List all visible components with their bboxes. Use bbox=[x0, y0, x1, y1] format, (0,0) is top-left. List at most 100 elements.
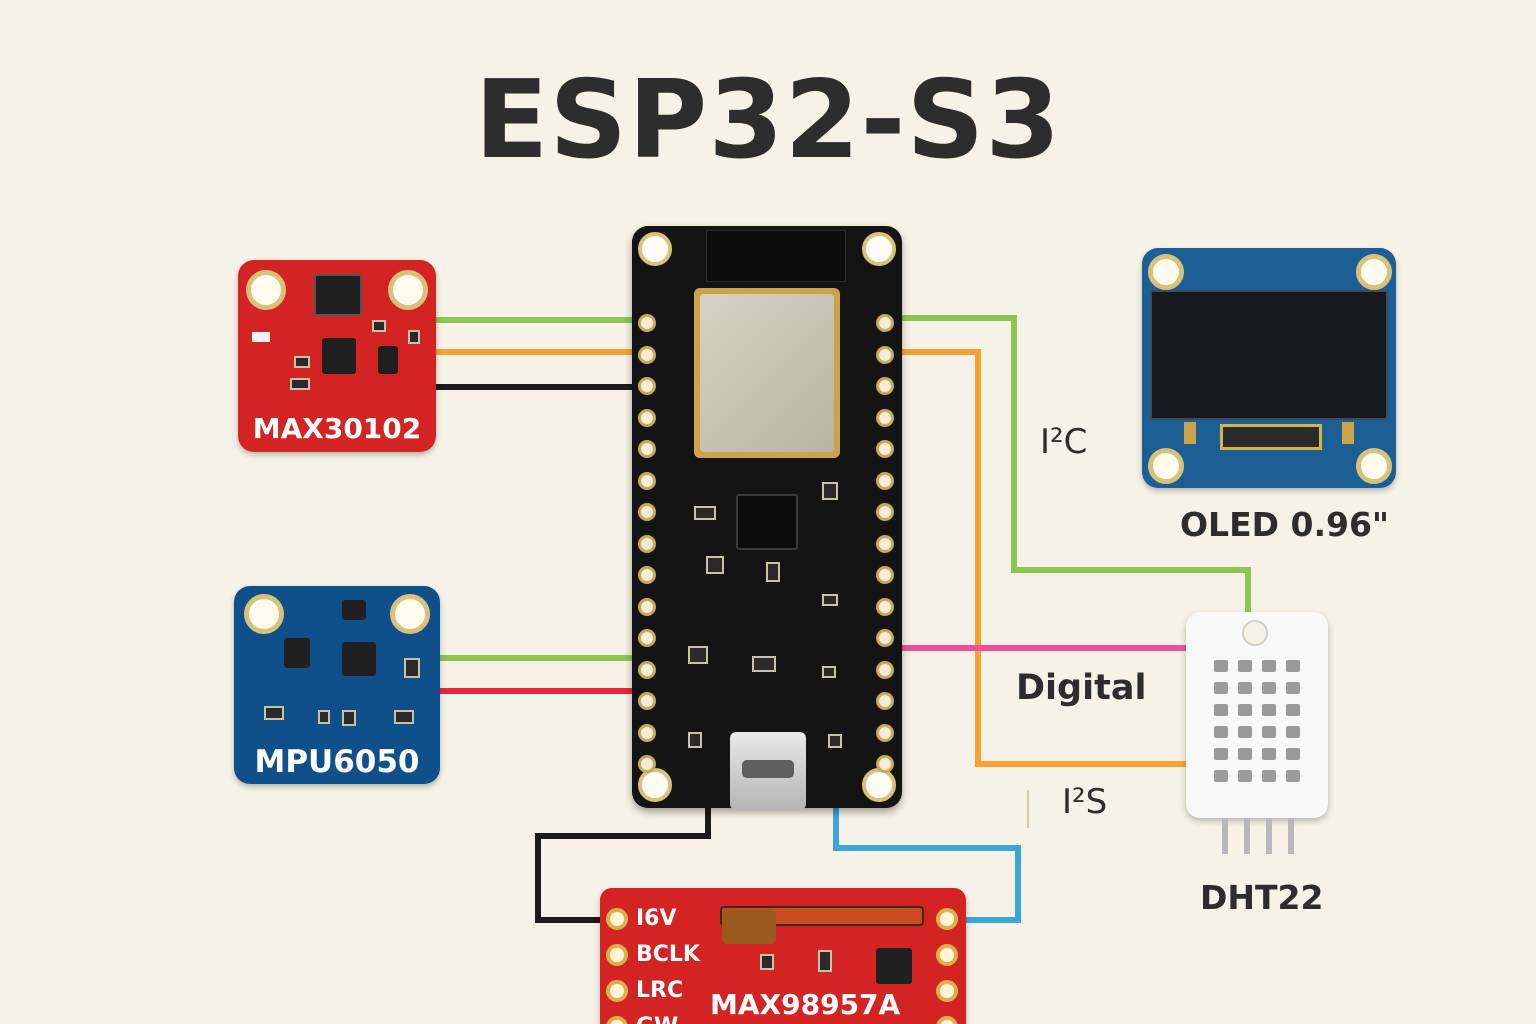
smd-component bbox=[822, 594, 838, 606]
vent-slot bbox=[1286, 748, 1300, 760]
vent-slot bbox=[1262, 770, 1276, 782]
vent-slot bbox=[1286, 770, 1300, 782]
header-pin bbox=[638, 566, 656, 584]
smd-component bbox=[290, 378, 310, 390]
smd-component bbox=[394, 710, 414, 724]
header-pin bbox=[638, 534, 656, 553]
mounting-hole bbox=[1148, 254, 1184, 290]
header-pin bbox=[876, 566, 894, 584]
header-pin bbox=[876, 440, 894, 458]
usb-bridge-chip bbox=[736, 494, 798, 550]
smd-component bbox=[688, 646, 708, 664]
mounting-hole bbox=[638, 768, 672, 802]
header-pin bbox=[638, 597, 656, 616]
digital-label: Digital bbox=[1016, 668, 1147, 708]
smd-component bbox=[408, 330, 420, 344]
amp-pin-label: GW bbox=[636, 1014, 678, 1024]
mpu-chip bbox=[284, 638, 310, 668]
header-pin bbox=[876, 692, 894, 710]
oled-module bbox=[1142, 248, 1396, 488]
wire-esp-amp-black bbox=[535, 800, 711, 923]
i2s-label: I²S bbox=[1062, 782, 1108, 822]
header-pin bbox=[638, 471, 656, 490]
amp-chip bbox=[876, 948, 912, 984]
vent-slot bbox=[1214, 748, 1228, 760]
smd-component bbox=[766, 562, 780, 582]
header-pin bbox=[638, 440, 656, 458]
header-pin bbox=[876, 660, 894, 679]
smd-component bbox=[818, 950, 832, 972]
sensor-chip bbox=[314, 274, 362, 316]
header-pin bbox=[638, 629, 656, 647]
mpu-chip bbox=[342, 600, 366, 620]
amp-pin-label: I6V bbox=[636, 906, 677, 931]
header-pin bbox=[876, 503, 894, 521]
vent-slot bbox=[1262, 660, 1276, 672]
vent-slot bbox=[1238, 748, 1252, 760]
header-pin bbox=[876, 534, 894, 553]
vent-slot bbox=[1262, 748, 1276, 760]
max98357a-label: MAX98957A bbox=[710, 988, 901, 1021]
smd-component bbox=[372, 320, 386, 332]
wifi-module-shield bbox=[694, 288, 840, 458]
smd-component bbox=[318, 710, 330, 724]
max30102-module: MAX30102 bbox=[238, 260, 436, 452]
mounting-hole bbox=[1356, 254, 1392, 290]
usb-port[interactable] bbox=[730, 732, 806, 810]
amp-pin bbox=[606, 1016, 628, 1024]
smd-component bbox=[694, 506, 716, 520]
header-pin bbox=[638, 503, 656, 521]
mounting-hole bbox=[1242, 620, 1268, 646]
vent-slot bbox=[1286, 726, 1300, 738]
mounting-hole bbox=[1148, 448, 1184, 484]
header-pin bbox=[876, 629, 894, 647]
oled-screen bbox=[1150, 290, 1388, 420]
amp-pin bbox=[936, 944, 958, 966]
smd-component bbox=[294, 356, 310, 368]
mounting-hole bbox=[246, 270, 286, 310]
amp-pin bbox=[606, 944, 628, 966]
header-pin bbox=[638, 660, 656, 679]
vent-slot bbox=[1238, 682, 1252, 694]
smd-component bbox=[404, 658, 420, 678]
page-title: ESP32-S3 bbox=[474, 58, 1062, 183]
mounting-hole bbox=[862, 768, 896, 802]
header-pin bbox=[876, 345, 894, 364]
header-pin bbox=[638, 345, 656, 364]
smd-component bbox=[828, 734, 842, 748]
max30102-label: MAX30102 bbox=[252, 412, 422, 445]
vent-slot bbox=[1238, 770, 1252, 782]
amp-pin bbox=[606, 980, 628, 1002]
sensor-chip bbox=[322, 338, 356, 374]
mounting-hole bbox=[244, 594, 284, 634]
vent-slot bbox=[1286, 704, 1300, 716]
header-pin bbox=[638, 723, 656, 742]
mpu6050-label: MPU6050 bbox=[254, 744, 420, 780]
header-pin bbox=[876, 471, 894, 490]
antenna-area bbox=[706, 230, 846, 282]
vent-slot bbox=[1262, 704, 1276, 716]
mounting-hole bbox=[388, 270, 428, 310]
header-pin bbox=[638, 755, 656, 773]
oled-label: OLED 0.96" bbox=[1180, 505, 1390, 544]
smd-component bbox=[822, 666, 836, 678]
mpu6050-module: MPU6050 bbox=[234, 586, 440, 784]
mpu-chip bbox=[342, 642, 376, 676]
amp-pin bbox=[936, 980, 958, 1002]
vent-slot bbox=[1214, 660, 1228, 672]
smd-component bbox=[342, 710, 356, 726]
header-pin bbox=[638, 692, 656, 710]
mounting-hole bbox=[1356, 448, 1392, 484]
vent-slot bbox=[1238, 726, 1252, 738]
smd-component bbox=[822, 482, 838, 500]
amp-pin bbox=[606, 908, 628, 930]
header-pin bbox=[876, 723, 894, 742]
capacitor-body bbox=[722, 910, 776, 944]
vent-slot bbox=[1286, 660, 1300, 672]
header-pin bbox=[876, 314, 894, 332]
header-pin bbox=[638, 408, 656, 427]
smd-component bbox=[752, 656, 776, 672]
vent-slot bbox=[1214, 704, 1228, 716]
